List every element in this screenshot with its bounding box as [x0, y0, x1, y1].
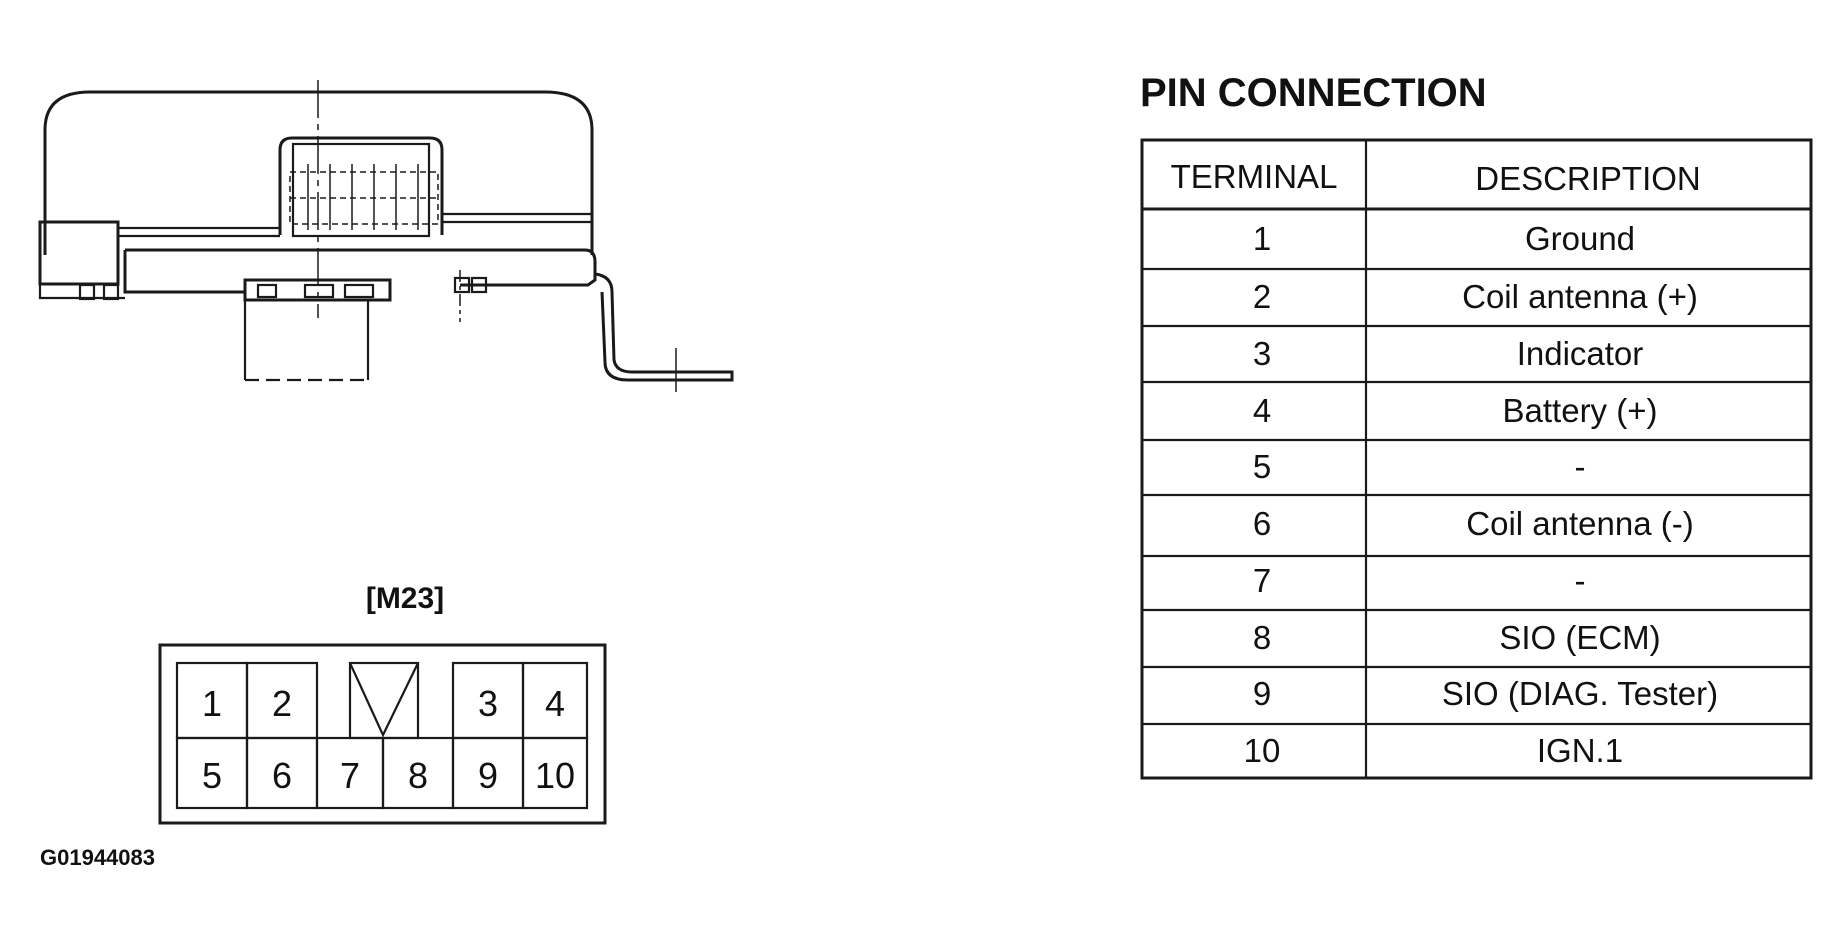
pin-label-5: 5: [202, 755, 222, 796]
table-row: 2 Coil antenna (+): [1253, 278, 1698, 315]
description-cell: SIO (DIAG. Tester): [1442, 675, 1718, 712]
table-row-dividers: [1142, 267, 1811, 726]
description-cell: IGN.1: [1537, 732, 1623, 769]
terminal-cell: 9: [1253, 675, 1271, 712]
table-row: 1 Ground: [1253, 220, 1635, 257]
pin-label-6: 6: [272, 755, 292, 796]
pin-label-1: 1: [202, 683, 222, 724]
terminal-cell: 6: [1253, 505, 1271, 542]
pin-label-9: 9: [478, 755, 498, 796]
pin-label-3: 3: [478, 683, 498, 724]
description-cell: SIO (ECM): [1499, 619, 1660, 656]
header-terminal: TERMINAL: [1171, 158, 1338, 195]
description-cell: Coil antenna (+): [1462, 278, 1698, 315]
description-cell: Indicator: [1517, 335, 1644, 372]
terminal-cell: 8: [1253, 619, 1271, 656]
component-side-view: [38, 80, 734, 392]
terminal-cell: 10: [1244, 732, 1281, 769]
pin-connection-title: PIN CONNECTION: [1140, 71, 1487, 115]
table-row: 3 Indicator: [1253, 335, 1643, 372]
terminal-cell: 2: [1253, 278, 1271, 315]
description-cell: Coil antenna (-): [1466, 505, 1693, 542]
header-description: DESCRIPTION: [1475, 160, 1701, 197]
table-row: 5 -: [1253, 448, 1586, 485]
terminal-cell: 1: [1253, 220, 1271, 257]
pin-connection-table: TERMINAL DESCRIPTION 1 Ground 2 Coil ant…: [1140, 138, 1813, 780]
terminal-cell: 7: [1253, 562, 1271, 599]
pin-label-7: 7: [340, 755, 360, 796]
pin-label-10: 10: [535, 755, 575, 796]
description-cell: -: [1575, 448, 1586, 485]
pin-label-4: 4: [545, 683, 565, 724]
table-row: 10 IGN.1: [1244, 732, 1623, 769]
figure-id: G01944083: [40, 845, 155, 870]
pin-label-8: 8: [408, 755, 428, 796]
connector-face-m23: [M23] 1 2 3 4 5 6 7 8 9 10: [158, 582, 607, 825]
table-row: 9 SIO (DIAG. Tester): [1253, 675, 1718, 712]
description-cell: Battery (+): [1503, 392, 1658, 429]
table-row: 4 Battery (+): [1253, 392, 1658, 429]
connector-label: [M23]: [366, 582, 444, 615]
description-cell: -: [1575, 562, 1586, 599]
description-cell: Ground: [1525, 220, 1635, 257]
table-row: 7 -: [1253, 562, 1586, 599]
terminal-cell: 3: [1253, 335, 1271, 372]
table-row: 6 Coil antenna (-): [1253, 505, 1694, 542]
terminal-cell: 4: [1253, 392, 1271, 429]
terminal-cell: 5: [1253, 448, 1271, 485]
pin-connection-section: PIN CONNECTION TERMINAL DESCRIPTION 1 Gr…: [1140, 71, 1813, 780]
table-row: 8 SIO (ECM): [1253, 619, 1661, 656]
pin-label-2: 2: [272, 683, 292, 724]
